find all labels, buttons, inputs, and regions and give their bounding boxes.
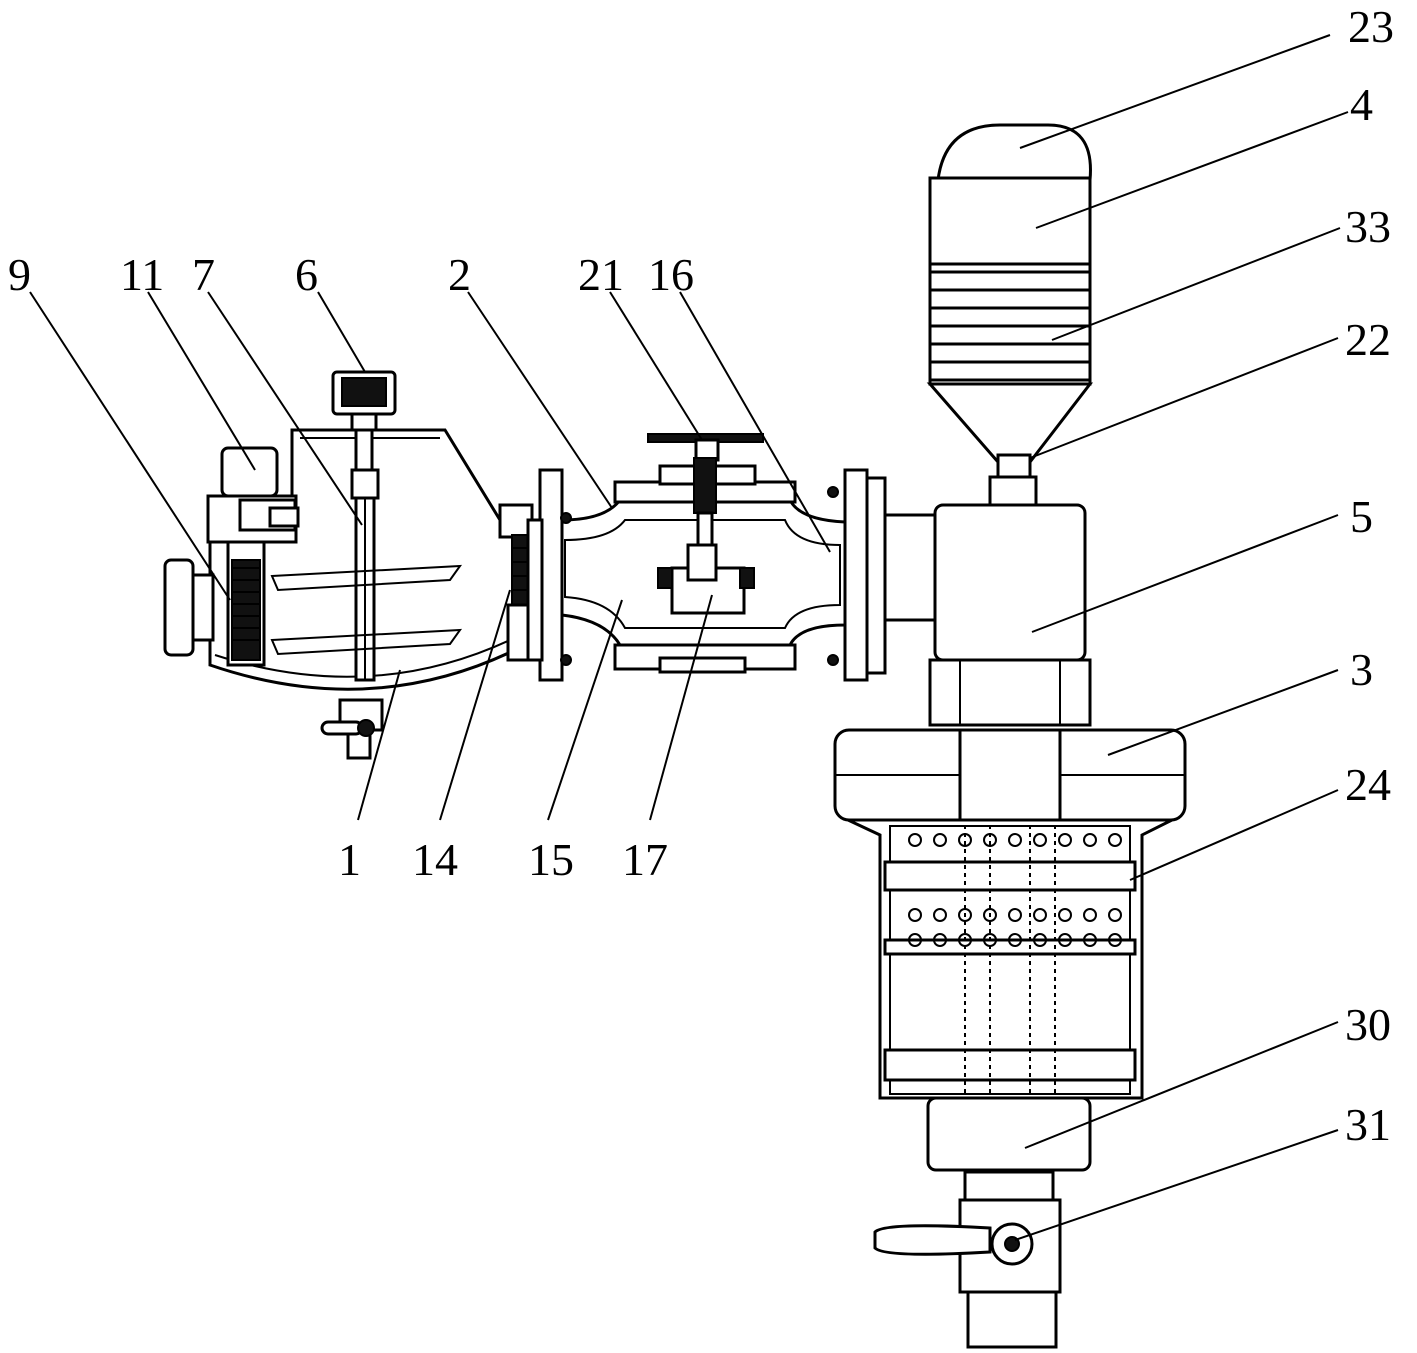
label-4: 4 <box>1350 79 1373 130</box>
label-14: 14 <box>412 834 458 885</box>
stirring-tank <box>163 370 540 760</box>
label-11: 11 <box>120 249 164 300</box>
gate-valve <box>526 433 937 682</box>
label-21: 21 <box>578 249 624 300</box>
label-30: 30 <box>1345 999 1391 1050</box>
leader-lines <box>29 34 1349 1241</box>
label-6: 6 <box>295 249 318 300</box>
label-17: 17 <box>622 834 668 885</box>
filter-assembly <box>833 123 1187 1349</box>
label-3: 3 <box>1350 644 1373 695</box>
label-2: 2 <box>448 249 471 300</box>
part-labels: 9 11 7 6 2 21 16 23 4 33 22 5 3 24 30 31… <box>8 1 1394 1150</box>
label-16: 16 <box>648 249 694 300</box>
label-15: 15 <box>528 834 574 885</box>
label-33: 33 <box>1345 201 1391 252</box>
label-1: 1 <box>338 834 361 885</box>
label-24: 24 <box>1345 759 1391 810</box>
label-7: 7 <box>192 249 215 300</box>
label-9: 9 <box>8 249 31 300</box>
label-5: 5 <box>1350 491 1373 542</box>
label-23: 23 <box>1348 1 1394 52</box>
label-22: 22 <box>1345 314 1391 365</box>
label-31: 31 <box>1345 1099 1391 1150</box>
